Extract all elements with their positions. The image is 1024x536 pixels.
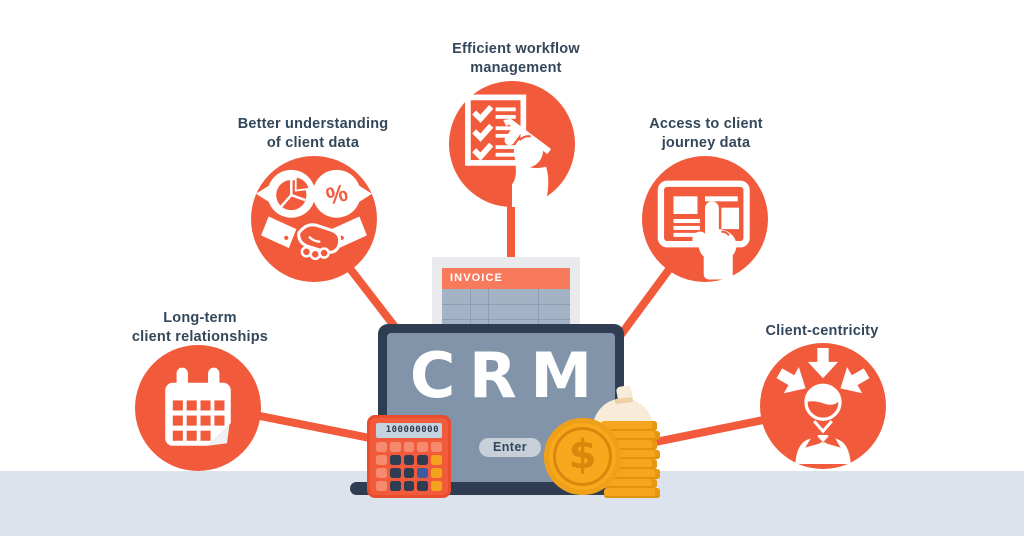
- coin-stack-icon: [601, 421, 661, 498]
- crm-text: CRM: [409, 339, 606, 412]
- benefit-circle-workflow: [449, 81, 575, 207]
- benefit-label-client-centricity: Client-centricity: [707, 322, 937, 341]
- dollar-coin-icon: $: [544, 418, 621, 495]
- checklist-pen-icon: [465, 94, 552, 207]
- label-line: management: [470, 60, 562, 76]
- calculator-display: 100000000: [376, 423, 442, 438]
- label-line: Client-centricity: [765, 323, 879, 339]
- screen-touch-icon: [657, 180, 750, 280]
- pie-percent-handshake-icon: %: [256, 169, 372, 261]
- invoice-header: INVOICE: [442, 268, 570, 289]
- dollar-symbol: $: [568, 432, 597, 478]
- benefit-label-workflow: Efficient workflow management: [401, 40, 631, 78]
- benefit-circle-access: [642, 156, 768, 282]
- calculator: 100000000: [367, 415, 451, 498]
- person-arrows-icon: [776, 348, 870, 464]
- label-line: Better understanding: [237, 116, 389, 132]
- benefit-label-better-understanding: Better understanding of client data: [198, 115, 428, 153]
- label-line: of client data: [266, 135, 360, 151]
- calculator-keys: [376, 442, 442, 491]
- benefit-circle-long-term: [135, 345, 261, 471]
- enter-button: Enter: [479, 438, 541, 457]
- label-line: Access to client: [649, 116, 763, 132]
- label-line: Efficient workflow: [452, 41, 580, 57]
- calendar-icon: [165, 367, 233, 448]
- benefit-label-long-term: Long-term client relationships: [85, 309, 315, 347]
- benefit-circle-client-centricity: [760, 343, 886, 469]
- benefit-circle-better-understanding: %: [251, 156, 377, 282]
- invoice-title: INVOICE: [450, 272, 503, 284]
- label-line: journey data: [661, 135, 751, 151]
- label-line: Long-term: [163, 310, 237, 326]
- label-line: client relationships: [131, 329, 269, 345]
- benefit-label-access: Access to client journey data: [591, 115, 821, 153]
- enter-label: Enter: [493, 440, 527, 454]
